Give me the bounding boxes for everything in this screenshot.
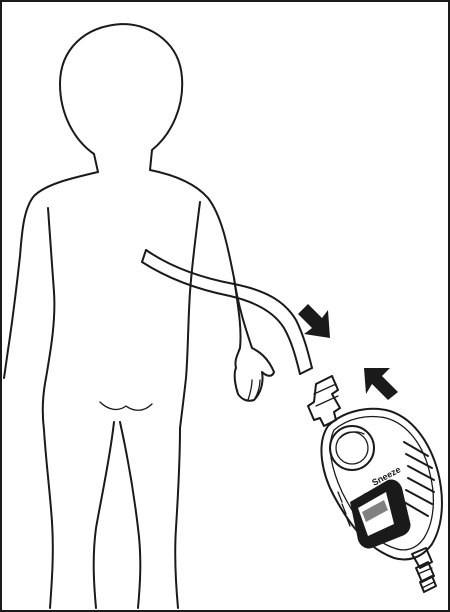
grip-ridges xyxy=(403,441,435,517)
arrow-insert-icon xyxy=(298,304,330,338)
suction-tube-icon xyxy=(141,249,313,375)
arrow-attach-icon xyxy=(364,368,398,400)
child-outline-icon xyxy=(3,23,275,609)
nasal-aspirator-device-icon: Sneeze xyxy=(307,375,443,593)
